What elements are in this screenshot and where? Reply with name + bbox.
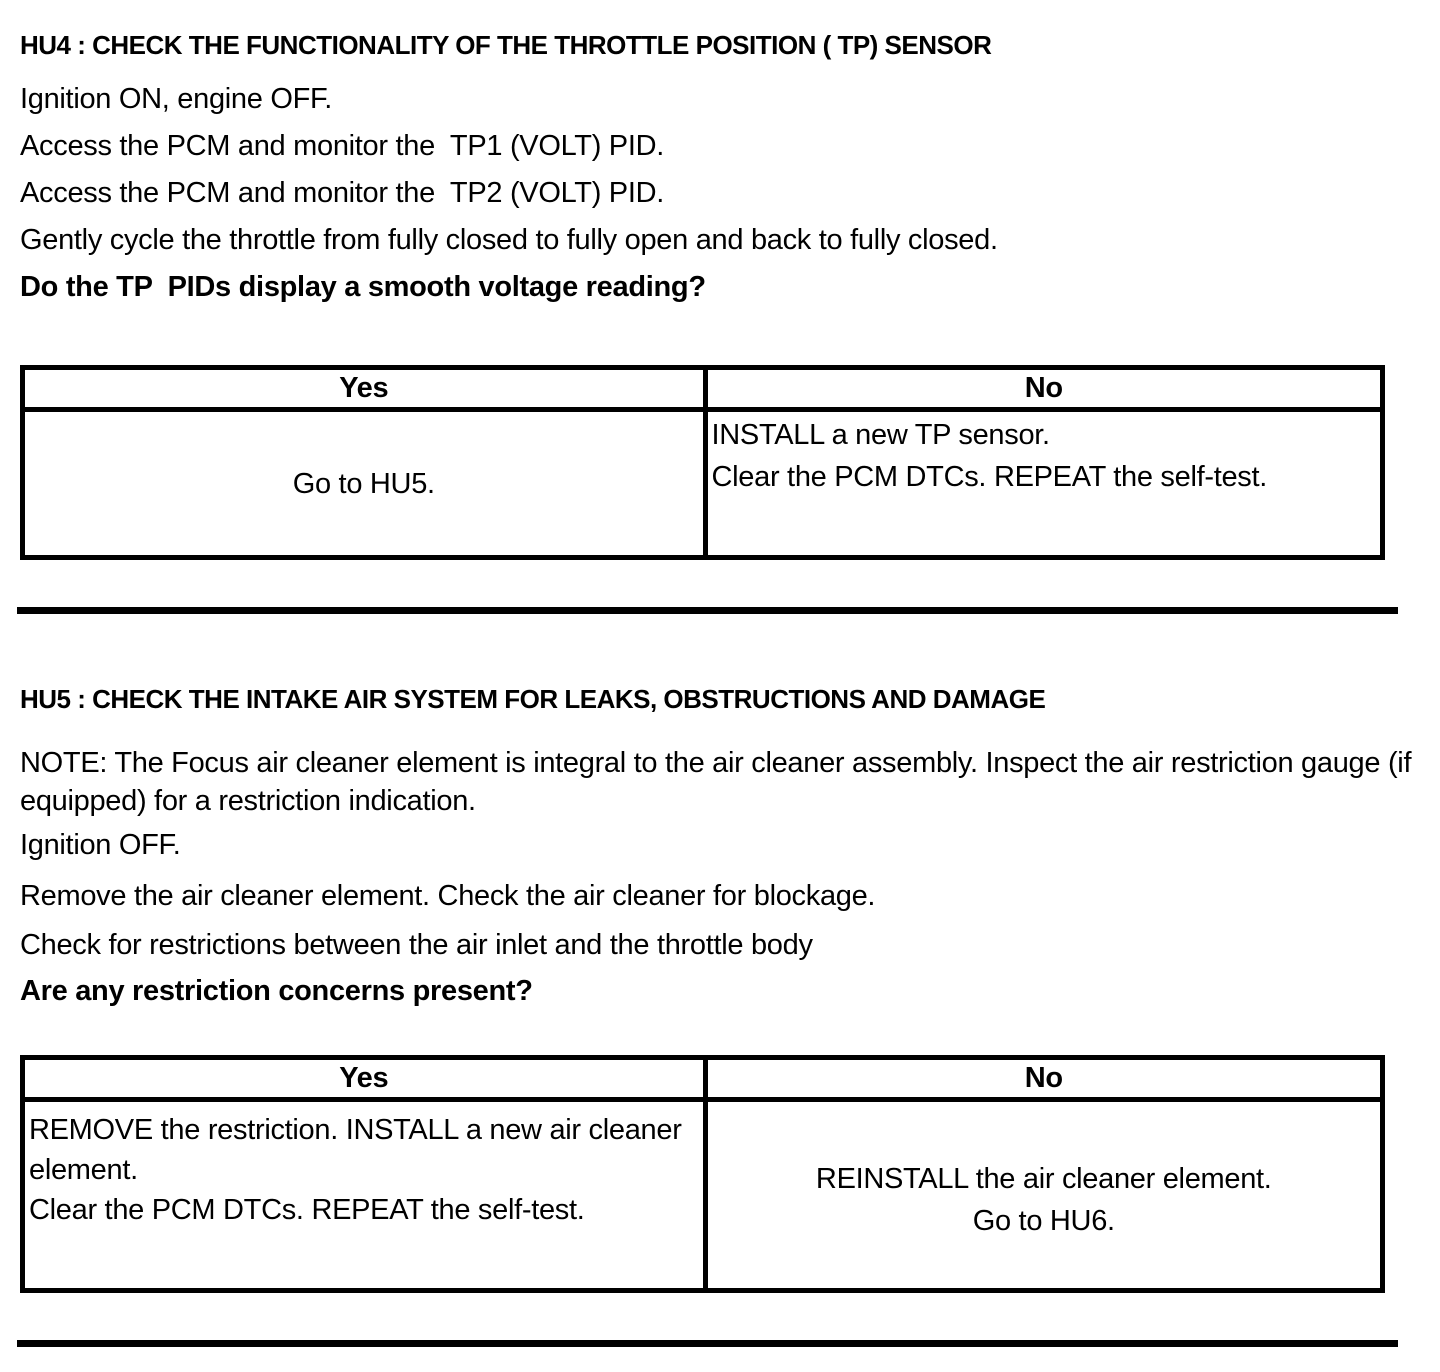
hu5-decision-table: Yes No REMOVE the restriction. INSTALL a… [20,1055,1385,1293]
section-divider-rule [17,607,1398,614]
hu5-no-column-header: No [702,1060,1380,1102]
hu4-yes-column-header: Yes [25,370,703,412]
hu5-instruction-step: Check for restrictions between the air i… [20,929,813,961]
hu5-step-heading: HU5 : CHECK THE INTAKE AIR SYSTEM FOR LE… [20,684,1046,714]
hu4-yes-action: Go to HU5. [292,467,435,500]
hu5-question-text: Are any restriction concerns present? [20,975,533,1007]
page-bottom-rule [17,1340,1398,1347]
hu4-decision-table: Yes No Go to HU5. INSTALL a new TP senso… [20,365,1385,560]
hu5-instruction-step: Remove the air cleaner element. Check th… [20,880,876,912]
hu4-yes-cell: Go to HU5. [25,412,703,555]
section-hu4: HU4 : CHECK THE FUNCTIONALITY OF THE THR… [20,30,1420,560]
hu4-no-action: INSTALL a new TP sensor. [711,419,1051,451]
hu4-no-action: Clear the PCM DTCs. REPEAT the self-test… [711,461,1268,493]
section-hu5: HU5 : CHECK THE INTAKE AIR SYSTEM FOR LE… [20,684,1420,1293]
hu4-question-text: Do the TP PIDs display a smooth voltage … [20,271,706,303]
hu4-step-heading: HU4 : CHECK THE FUNCTIONALITY OF THE THR… [20,30,992,60]
hu5-instruction-step: Ignition OFF. [20,829,181,861]
hu5-note-text: NOTE: The Focus air cleaner element is i… [20,747,1419,817]
hu4-instruction-step: Gently cycle the throttle from fully clo… [20,224,998,256]
hu4-instruction-step: Ignition ON, engine OFF. [20,83,332,115]
hu4-instruction-step: Access the PCM and monitor the TP1 (VOLT… [20,130,665,162]
hu5-yes-cell: REMOVE the restriction. INSTALL a new ai… [25,1102,703,1288]
hu4-no-column-header: No [702,370,1380,412]
hu4-instruction-step: Access the PCM and monitor the TP2 (VOLT… [20,177,665,209]
hu5-no-action: Go to HU6. [972,1205,1115,1237]
hu5-yes-action: Clear the PCM DTCs. REPEAT the self-test… [29,1194,585,1226]
hu5-yes-action: REMOVE the restriction. INSTALL a new ai… [29,1114,690,1186]
hu5-yes-column-header: Yes [25,1060,703,1102]
hu5-no-cell: REINSTALL the air cleaner element. Go to… [702,1102,1381,1288]
hu5-no-action: REINSTALL the air cleaner element. [815,1163,1272,1195]
hu4-no-cell: INSTALL a new TP sensor. Clear the PCM D… [702,412,1381,555]
